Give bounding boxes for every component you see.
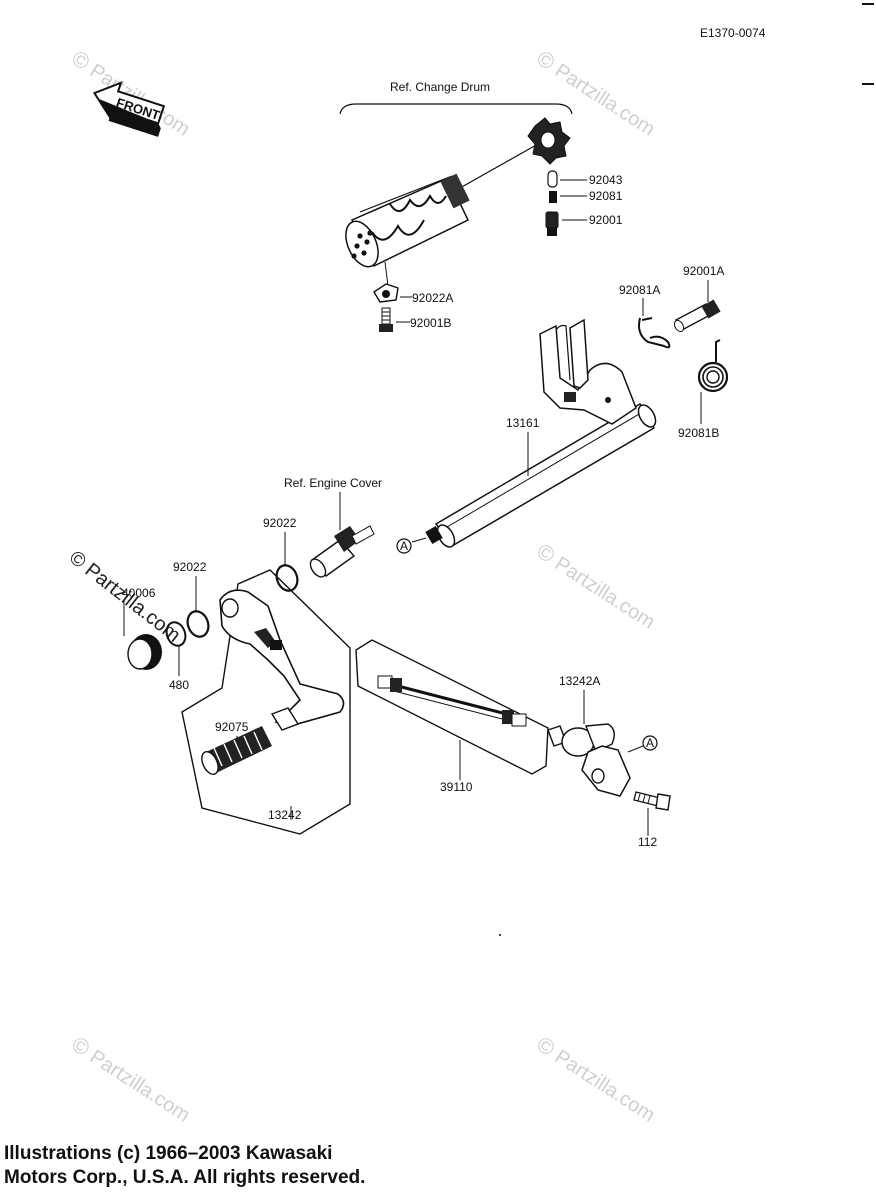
- ref-engine-cover-label: Ref. Engine Cover: [284, 476, 382, 490]
- part-label-92081A: 92081A: [619, 283, 660, 297]
- tie-rod-39110-icon: [377, 675, 527, 727]
- part-label-92022: 92022: [263, 516, 297, 530]
- part-label-92081: 92081: [589, 189, 623, 203]
- pin-92043-icon: [547, 170, 558, 188]
- callout-a-right-label: A: [646, 736, 654, 750]
- watermark-text: Partzilla.com: [551, 60, 659, 141]
- front-arrow-icon: FRONT: [92, 81, 166, 137]
- callout-a-label: A: [400, 539, 408, 553]
- pedal-assembly-outline: [181, 569, 351, 835]
- lever-13242A-icon: [547, 723, 631, 797]
- change-drum-bracket: [339, 103, 573, 115]
- part-label-92043: 92043: [589, 173, 623, 187]
- scan-speck: [499, 934, 501, 936]
- part-label-92001: 92001: [589, 213, 623, 227]
- diagram-id: E1370-0074: [700, 26, 766, 40]
- pin-92001A-icon: [673, 299, 721, 333]
- watermark-text: Partzilla.com: [551, 553, 659, 634]
- callout-a-right-icon: [642, 735, 658, 751]
- stud-engine-cover-icon: [309, 525, 375, 578]
- spring-92081-icon: [549, 191, 557, 203]
- copyright-line-1: Illustrations (c) 1966–2003 Kawasaki: [4, 1143, 333, 1164]
- part-label-13161: 13161: [506, 416, 540, 430]
- part-label-13242: 13242: [268, 808, 302, 822]
- leader-line: [627, 745, 644, 753]
- shift-pedal-icon: [219, 589, 345, 731]
- bolt-112-icon: [633, 791, 671, 811]
- part-label-92001A: 92001A: [683, 264, 724, 278]
- spring-92081A-icon: [638, 317, 671, 349]
- part-label-92022-left: 92022: [173, 560, 207, 574]
- part-label-92001B: 92001B: [410, 316, 451, 330]
- circlip-480-icon: [165, 621, 187, 647]
- part-label-112: 112: [638, 835, 657, 849]
- bolt-92001B-icon: [379, 307, 393, 332]
- cap-40006-icon: [127, 634, 162, 670]
- change-drum-icon: [345, 117, 571, 287]
- spring-92081B-icon: [697, 339, 729, 393]
- part-label-39110: 39110: [440, 780, 473, 794]
- ref-change-drum-label: Ref. Change Drum: [390, 80, 490, 94]
- part-label-480: 480: [169, 678, 189, 692]
- part-label-92022A: 92022A: [412, 291, 453, 305]
- washer-92022-left-icon: [186, 610, 210, 638]
- washer-92022A-icon: [373, 283, 399, 303]
- callout-a-icon: [396, 538, 412, 554]
- part-label-13242A: 13242A: [559, 674, 600, 688]
- watermark-text: Partzilla.com: [86, 1046, 194, 1127]
- plug-92001-icon: [545, 211, 559, 236]
- part-label-40006: 40006: [122, 586, 156, 600]
- watermark-text-dark: Partzilla.com: [81, 559, 185, 647]
- shift-shaft-icon: [425, 318, 657, 548]
- copyright-notice: Illustrations (c) 1966–2003 Kawasaki Mot…: [4, 1142, 365, 1190]
- copyright-line-2: Motors Corp., U.S.A. All rights reserved…: [4, 1167, 366, 1188]
- part-label-92075: 92075: [215, 720, 249, 734]
- part-label-92081B: 92081B: [678, 426, 719, 440]
- tie-rod-outline: [355, 639, 549, 775]
- watermark-text: Partzilla.com: [551, 1046, 659, 1127]
- rubber-92075-icon: [201, 726, 272, 775]
- leader-line: [411, 537, 427, 543]
